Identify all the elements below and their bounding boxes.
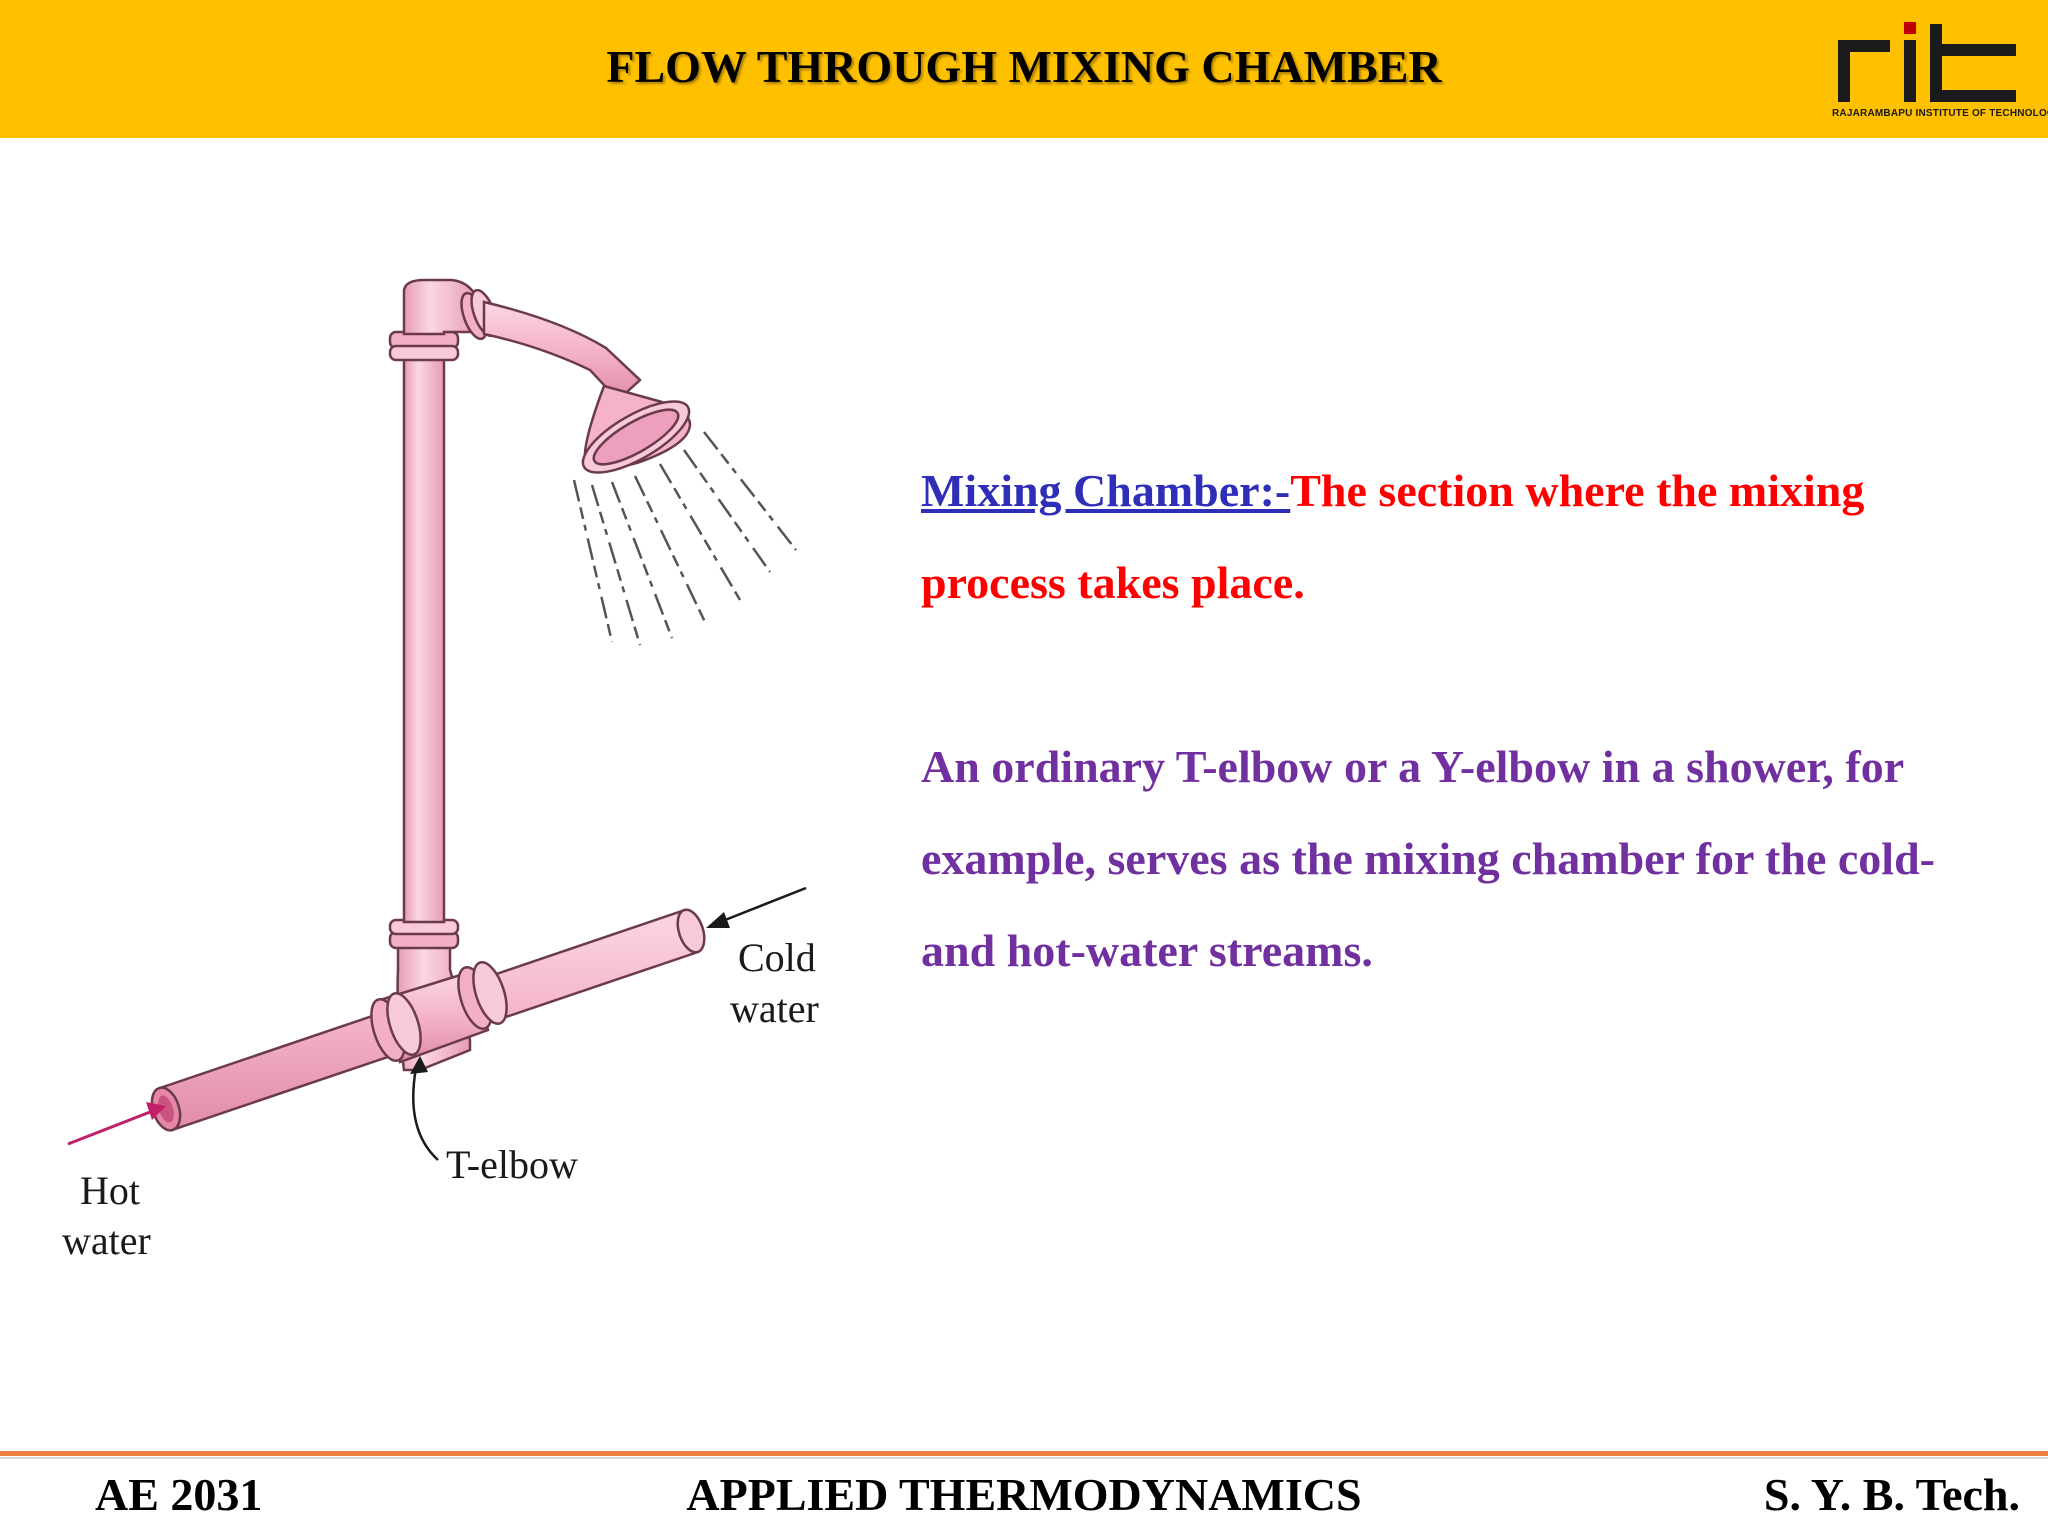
t-elbow-label: T-elbow: [446, 1142, 578, 1187]
water-spray: [572, 431, 797, 646]
definition-paragraph: Mixing Chamber:-The section where the mi…: [921, 445, 2001, 629]
rit-logo: RAJARAMBAPU INSTITUTE OF TECHNOLOGY: [1832, 22, 2048, 122]
cold-label-line2: water: [730, 986, 819, 1031]
footer-class: S. Y. B. Tech.: [1763, 1469, 2020, 1520]
cold-label-line1: Cold: [738, 935, 816, 980]
slide-title: FLOW THROUGH MIXING CHAMBER: [606, 41, 1442, 92]
shower-head: [482, 300, 692, 474]
footer-rule-shadow: [0, 1457, 2048, 1459]
definition-term: Mixing Chamber:-: [921, 465, 1291, 516]
t-elbow-pointer: [410, 1056, 439, 1161]
shower-diagram-svg: Cold water Hot water T-elbow: [62, 278, 819, 1263]
footer-course-code: AE 2031: [95, 1469, 263, 1520]
vertical-pipe: [388, 278, 498, 924]
hot-water-arrow: [67, 1102, 166, 1146]
cold-water-arrow: [706, 886, 807, 928]
definition-text: The section where the mixing process tak…: [921, 465, 1865, 608]
rit-logo-mark: [1838, 22, 2016, 102]
hot-label-line1: Hot: [80, 1168, 140, 1213]
shower-mixing-diagram: Cold water Hot water T-elbow: [0, 250, 880, 1290]
example-paragraph: An ordinary T-elbow or a Y-elbow in a sh…: [921, 741, 1935, 976]
hot-label-line2: water: [62, 1218, 151, 1263]
footer-course-name: APPLIED THERMODYNAMICS: [686, 1469, 1362, 1520]
slide-header: FLOW THROUGH MIXING CHAMBER RAJARAMBAPU …: [0, 0, 2048, 138]
t-elbow-fitting: [370, 918, 508, 1072]
logo-caption: RAJARAMBAPU INSTITUTE OF TECHNOLOGY: [1832, 108, 2048, 119]
slide-content: Mixing Chamber:-The section where the mi…: [921, 445, 2001, 997]
footer-rule: [0, 1451, 2048, 1456]
